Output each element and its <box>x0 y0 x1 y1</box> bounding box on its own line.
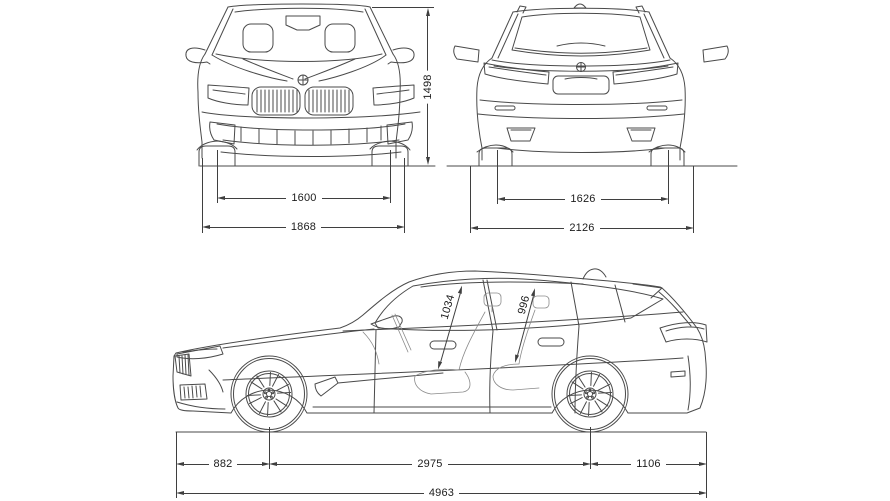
side-wheel-rear <box>552 356 628 432</box>
dim-rear-overhang: 1106 <box>590 458 707 470</box>
front-body <box>197 3 421 159</box>
extension-line <box>217 150 218 203</box>
front-wheels <box>196 140 411 167</box>
dim-line <box>505 198 566 200</box>
rear-mirrors <box>453 45 729 63</box>
arrow-down-icon <box>436 361 443 370</box>
rear-body <box>476 11 686 161</box>
dim-width-incl-mirrors-label: 2126 <box>569 222 595 234</box>
rear-window <box>511 12 651 57</box>
extension-line <box>470 166 471 233</box>
dim-overall-width: 1868 <box>202 221 405 233</box>
extension-line <box>269 427 270 469</box>
arrow-left-icon <box>470 226 478 230</box>
dim-line <box>210 226 286 228</box>
arrow-left-icon <box>269 462 277 466</box>
dim-line <box>459 492 699 494</box>
dim-rear-track-label: 1626 <box>570 193 596 205</box>
side-rear-details <box>659 322 708 411</box>
dim-front-overhang-label: 882 <box>213 458 233 470</box>
side-mirror <box>370 315 403 330</box>
arrow-right-icon <box>383 196 391 200</box>
dim-line <box>321 197 383 199</box>
arrow-right-icon <box>262 462 271 466</box>
dim-front-track: 1600 <box>217 192 391 204</box>
arrow-right-icon <box>699 491 707 495</box>
dim-front-overhang: 882 <box>176 458 271 470</box>
dim-line <box>665 463 699 465</box>
side-wheel-front <box>231 356 307 432</box>
dim-line <box>237 463 263 465</box>
bmw-roundel-icon <box>576 62 586 72</box>
arrow-up-icon <box>425 8 430 16</box>
arrow-right-icon <box>397 225 405 229</box>
dim-line <box>277 463 413 465</box>
extension-line <box>404 158 405 233</box>
rear-roof <box>512 3 650 14</box>
front-cabin <box>242 15 356 53</box>
arrow-left-icon <box>497 197 505 201</box>
side-front-details <box>174 345 444 410</box>
dim-line <box>599 227 686 229</box>
arrow-right-icon <box>686 226 694 230</box>
extension-line <box>390 150 391 203</box>
rear-wheels <box>476 144 686 167</box>
extension-line <box>372 7 434 8</box>
dim-width-incl-mirrors: 2126 <box>470 222 694 234</box>
dim-line <box>184 492 424 494</box>
dim-line <box>600 198 661 200</box>
arrow-left-icon <box>176 462 184 466</box>
dim-rear-overhang-label: 1106 <box>636 458 661 470</box>
rear-lights <box>483 62 679 85</box>
extension-line <box>497 150 498 204</box>
dim-height: 1498 <box>420 8 435 165</box>
dim-line <box>225 197 287 199</box>
extension-line <box>693 166 694 233</box>
front-view-drawing <box>185 3 436 167</box>
dim-line <box>447 463 583 465</box>
dim-wheelbase: 2975 <box>269 458 591 470</box>
dim-line <box>321 226 397 228</box>
arrow-right-icon <box>699 462 707 466</box>
rear-view-drawing <box>446 3 738 167</box>
dim-wheelbase-label: 2975 <box>417 458 443 470</box>
extension-line <box>202 158 203 233</box>
side-glasshouse <box>370 277 664 414</box>
arrow-left-icon <box>176 491 184 495</box>
dim-overall-width-label: 1868 <box>290 221 317 233</box>
extension-line <box>590 427 591 469</box>
front-mirrors <box>185 47 415 65</box>
dim-overall-length: 4963 <box>176 487 707 499</box>
side-body-outline <box>172 268 707 414</box>
side-interior <box>362 292 550 395</box>
dim-line <box>598 463 632 465</box>
dim-height-label: 1498 <box>421 69 434 104</box>
dim-front-track-label: 1600 <box>291 192 317 204</box>
kidney-grille <box>251 86 354 116</box>
dim-rear-track: 1626 <box>497 193 669 205</box>
rear-exhausts <box>494 105 668 142</box>
arrow-down-icon <box>425 157 430 165</box>
arrow-down-icon <box>513 354 520 364</box>
bmw-roundel-icon <box>297 74 309 86</box>
arrow-left-icon <box>590 462 598 466</box>
front-headlights <box>207 84 415 106</box>
extension-line <box>668 150 669 204</box>
dim-line <box>478 227 565 229</box>
arrow-left-icon <box>202 225 210 229</box>
dim-line <box>184 463 209 465</box>
arrow-left-icon <box>217 196 225 200</box>
arrow-right-icon <box>583 462 591 466</box>
dim-overall-length-label: 4963 <box>428 487 455 499</box>
license-plate-recess <box>552 75 610 95</box>
side-view-drawing <box>172 268 708 433</box>
arrow-right-icon <box>661 197 669 201</box>
